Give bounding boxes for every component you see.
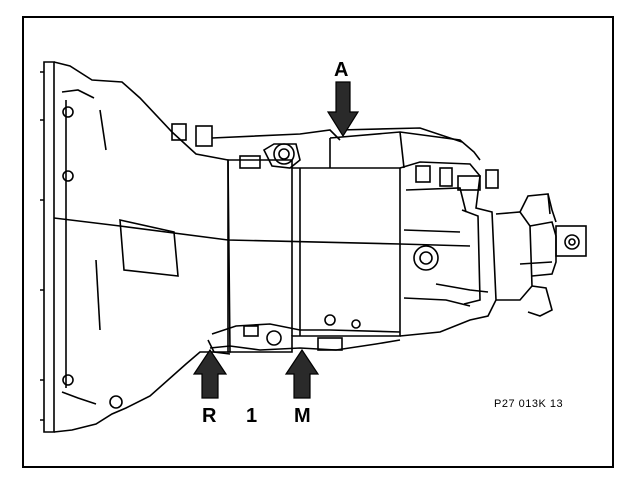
- callout-label-a: A: [334, 59, 349, 81]
- callout-label-1: 1: [246, 405, 258, 427]
- down-arrow-icon: [326, 81, 360, 138]
- bell-housing: [40, 61, 471, 433]
- arrow-a: [326, 81, 360, 138]
- rear-case: [399, 161, 499, 337]
- diagram-frame: [22, 16, 614, 468]
- callout-label-r: R: [202, 405, 217, 427]
- up-arrow-icon: [192, 348, 228, 399]
- up-arrow-icon: [284, 348, 320, 399]
- output-flange: [495, 193, 587, 317]
- arrow-m: [284, 348, 320, 399]
- top-fittings: [171, 123, 341, 169]
- reference-code: P27 013K 13: [494, 398, 564, 410]
- callout-label-m: M: [294, 405, 311, 427]
- arrow-r: [192, 348, 228, 399]
